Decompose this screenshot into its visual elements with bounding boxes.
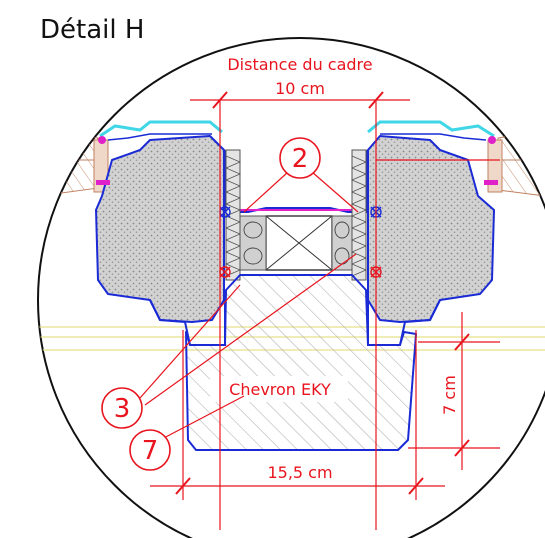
frame-distance-value: 10 cm <box>275 79 325 98</box>
right-frame-profile <box>367 135 495 323</box>
callout-label-2: 2 <box>292 144 309 174</box>
left-flashing <box>96 120 223 185</box>
callout-circle-2 <box>279 137 321 179</box>
width-value: 15,5 cm <box>267 463 332 482</box>
rafter-label: Chevron EKY <box>229 380 331 399</box>
frame-distance-caption: Distance du cadre <box>227 55 372 74</box>
callout-label-3: 3 <box>114 394 131 424</box>
insulation-right <box>350 149 368 281</box>
insulation-left <box>224 149 242 281</box>
detail-circle <box>37 37 545 538</box>
callout-circle-3 <box>101 387 143 429</box>
batten-insulation <box>239 215 353 271</box>
wood-batten <box>265 215 333 271</box>
left-sash-wood <box>39 129 109 197</box>
detail-title: Détail H <box>40 15 144 45</box>
right-flashing <box>367 120 498 185</box>
rafter-section <box>185 274 417 451</box>
callout-circle-7 <box>129 429 171 471</box>
left-frame-profile <box>95 135 225 323</box>
dimension-lines <box>150 91 500 530</box>
callout-label-7: 7 <box>142 436 159 466</box>
height-value: 7 cm <box>440 375 459 415</box>
callout-leaders <box>139 171 359 441</box>
rafter-label-bg <box>210 376 348 402</box>
